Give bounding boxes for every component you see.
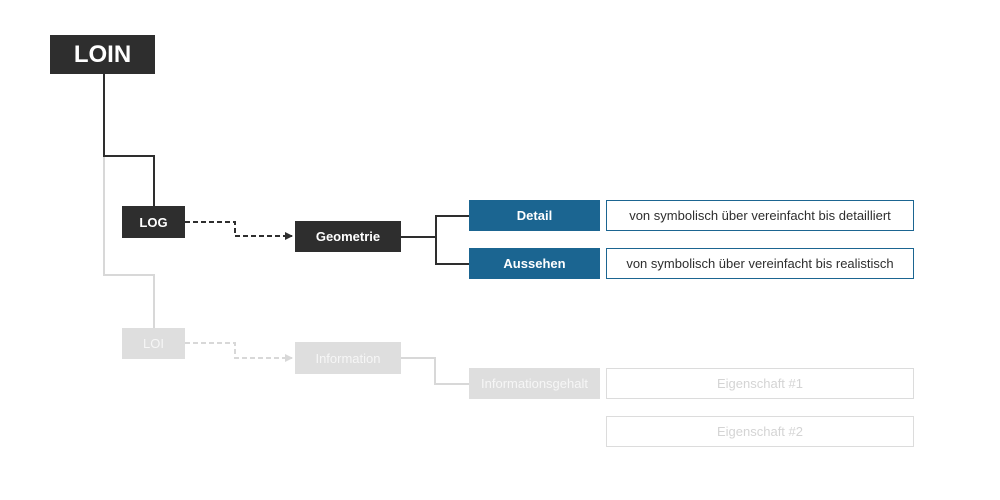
node-aussehen: Aussehen <box>469 248 600 279</box>
property-2: Eigenschaft #2 <box>606 416 914 447</box>
arrow-log-geometrie <box>185 221 293 240</box>
detail-description: von symbolisch über vereinfacht bis deta… <box>606 200 914 231</box>
property-1: Eigenschaft #1 <box>606 368 914 399</box>
node-informationsgehalt: Informationsgehalt <box>469 368 600 399</box>
connector-geometrie-aussehen <box>435 237 469 265</box>
arrow-loi-information <box>185 342 293 362</box>
node-geometrie: Geometrie <box>295 221 401 252</box>
node-log: LOG <box>122 206 185 238</box>
aussehen-description: von symbolisch über vereinfacht bis real… <box>606 248 914 279</box>
connector-geometrie-detail <box>401 215 469 238</box>
root-node-loin: LOIN <box>50 35 155 74</box>
connector-information-gehalt <box>401 357 469 385</box>
connector-loin-log <box>103 74 155 206</box>
node-information: Information <box>295 342 401 374</box>
connector-loin-loi <box>103 74 155 328</box>
node-detail: Detail <box>469 200 600 231</box>
node-loi: LOI <box>122 328 185 359</box>
